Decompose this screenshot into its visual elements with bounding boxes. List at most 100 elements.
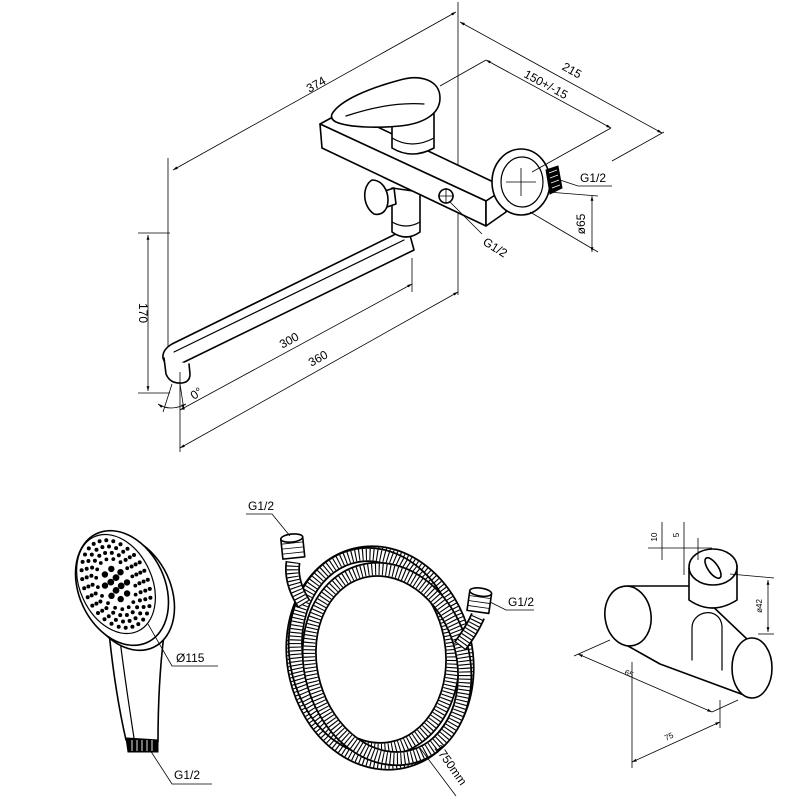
spray-nozzle	[107, 578, 115, 586]
spray-nozzle	[123, 579, 131, 586]
spray-nozzle	[111, 610, 116, 615]
spray-nozzle	[141, 617, 146, 622]
label-hose-thread-right: G1/2	[508, 595, 534, 609]
spray-nozzle	[137, 598, 142, 603]
ext-line-flange-a	[547, 191, 599, 197]
label-hose-thread-left: G1/2	[248, 499, 274, 513]
dim-slot-5: 5	[672, 532, 681, 537]
outlet-marker-cross	[438, 188, 454, 204]
spout-collar	[391, 187, 421, 238]
spray-nozzle	[100, 608, 105, 613]
ext-line-projection	[611, 131, 665, 162]
spray-nozzle	[101, 571, 109, 578]
spray-nozzle	[133, 592, 138, 597]
spray-nozzle	[89, 552, 94, 557]
spray-nozzle	[118, 560, 123, 565]
spray-nozzle	[120, 607, 125, 612]
spray-pattern	[79, 538, 153, 630]
spray-nozzle	[104, 538, 109, 543]
spray-nozzle	[141, 579, 146, 584]
connector-face	[468, 587, 493, 598]
spray-nozzle	[90, 582, 95, 587]
spray-nozzle	[123, 557, 128, 562]
spray-nozzle	[130, 624, 135, 629]
spray-nozzle	[94, 601, 99, 606]
dim-bracket-diameter: ø42	[755, 599, 764, 613]
spray-nozzle	[112, 574, 120, 581]
hose-end-right-ribs	[455, 613, 484, 650]
spray-nozzle	[104, 606, 109, 611]
connector-hatch	[281, 541, 305, 555]
hose-connector-left	[279, 533, 306, 560]
spray-nozzle	[107, 544, 111, 549]
label-shower-thread: G1/2	[174, 768, 200, 782]
spray-nozzle	[103, 551, 108, 555]
spray-nozzle	[142, 568, 147, 573]
ext-line-diameter-top	[729, 573, 775, 579]
leader-head-diameter	[147, 623, 218, 667]
collar-ring	[391, 221, 421, 227]
spray-nozzle	[148, 595, 153, 600]
spray-nozzle	[123, 625, 128, 630]
spray-nozzle	[106, 614, 111, 619]
spray-nozzle	[106, 601, 110, 605]
spray-nozzle	[98, 599, 103, 604]
dim-line-overall-length	[172, 11, 457, 171]
dim-bracket-75: 75	[663, 731, 675, 743]
bracket-knob-face	[604, 585, 652, 647]
dim-spout-reach-inner: 300	[277, 329, 302, 351]
shower-face	[76, 533, 156, 635]
wall-bracket: 10 5 ø42 65 75	[573, 522, 775, 768]
dim-line-center-distance	[485, 59, 612, 129]
spray-nozzle	[143, 597, 148, 602]
spray-nozzle	[112, 587, 120, 594]
spray-nozzle	[102, 617, 107, 622]
spray-nozzle	[118, 613, 123, 618]
hose-end-left-ribs	[286, 561, 309, 608]
dim-line-projection	[459, 21, 663, 134]
spray-nozzle	[95, 567, 100, 572]
spray-nozzle	[83, 552, 87, 557]
dim-flange-diameter: ø65	[574, 213, 588, 234]
spray-nozzle	[111, 539, 116, 544]
spray-nozzle	[138, 611, 143, 616]
bracket-notch	[691, 612, 723, 671]
lever-handle	[330, 76, 441, 128]
dim-line-spout-reach-outer	[179, 291, 459, 449]
spray-nozzle	[126, 605, 131, 610]
spray-nozzle	[100, 594, 104, 598]
spray-nozzle	[116, 553, 121, 558]
spray-nozzle	[141, 605, 146, 609]
wall-flange-inner	[500, 156, 544, 208]
connector-hatch	[467, 595, 491, 609]
spray-nozzle	[133, 616, 138, 621]
dim-projection: 215	[560, 60, 585, 82]
spray-nozzle	[124, 613, 129, 617]
spray-nozzle	[94, 547, 99, 552]
spray-nozzle	[96, 585, 100, 589]
diverter-knob	[363, 179, 389, 216]
spray-nozzle	[130, 574, 135, 579]
spray-nozzle	[91, 541, 96, 546]
bracket-wall-plate	[731, 637, 773, 699]
spray-nozzle	[85, 595, 90, 600]
spray-nozzle	[129, 564, 134, 569]
ext-line-flange-b	[529, 211, 599, 253]
label-outlet-thread: G1/2	[480, 235, 510, 261]
spray-nozzle	[94, 575, 99, 580]
spray-nozzle	[90, 565, 95, 570]
shower-handle-contour	[119, 639, 135, 739]
spray-nozzle	[134, 572, 139, 577]
leader-outlet-thread	[449, 201, 483, 235]
spray-nozzle	[82, 586, 87, 591]
angle-arc	[157, 403, 187, 409]
spray-nozzle	[127, 618, 132, 623]
hose-connector-right	[466, 587, 493, 615]
spray-nozzle	[143, 588, 148, 593]
dim-spout-reach-outer: 360	[306, 347, 331, 369]
leader-inlet-thread	[559, 179, 612, 187]
spray-nozzle	[86, 546, 91, 551]
spray-nozzle	[138, 590, 143, 595]
spray-nozzle	[118, 542, 123, 547]
